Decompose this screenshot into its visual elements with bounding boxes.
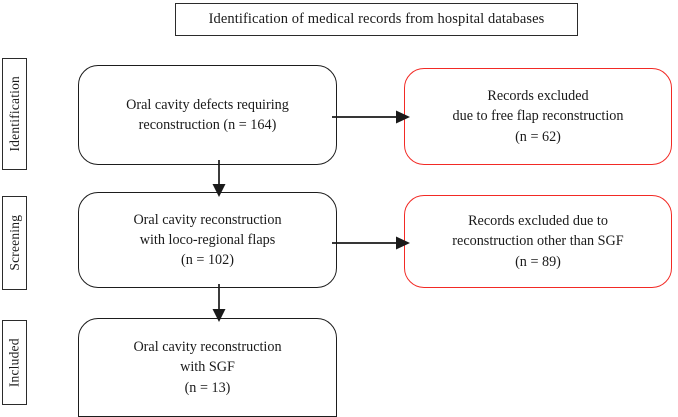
node-included-line-2: with SGF [180, 359, 235, 376]
arrow-right-to-excluded-free-flap [330, 104, 412, 130]
diagram-title-box: Identification of medical records from h… [175, 3, 578, 36]
node-screening-line-1: Oral cavity reconstruction [133, 211, 282, 228]
node-identification-line-1: Oral cavity defects requiring [126, 96, 289, 113]
stage-label-screening-text: Screening [6, 215, 22, 271]
node-excluded-other-than-sgf-line-1: Records excluded due to [468, 213, 608, 230]
stage-label-included-text: Included [6, 338, 22, 387]
node-screening-line-3: (n = 102) [181, 252, 234, 269]
node-included-line-1: Oral cavity reconstruction [133, 339, 282, 356]
node-identification-text: Oral cavity defects requiring reconstruc… [116, 95, 299, 135]
node-included: Oral cavity reconstruction with SGF (n =… [78, 318, 337, 417]
node-excluded-other-than-sgf-line-3: (n = 89) [515, 253, 561, 270]
node-identification-line-2: reconstruction (n = 164) [138, 117, 277, 133]
node-excluded-free-flap-line-3: (n = 62) [515, 128, 561, 145]
arrow-right-to-excluded-other-than-sgf [330, 230, 412, 256]
stage-label-identification-text: Identification [6, 76, 22, 152]
node-excluded-free-flap: Records excluded due to free flap recons… [404, 68, 672, 165]
node-screening-text: Oral cavity reconstruction with loco-reg… [123, 210, 291, 270]
stage-label-screening: Screening [2, 196, 27, 290]
node-screening-line-2: with loco-regional flaps [139, 231, 276, 248]
node-excluded-free-flap-text: Records excluded due to free flap recons… [443, 86, 634, 146]
node-screening: Oral cavity reconstruction with loco-reg… [78, 192, 337, 288]
node-identification: Oral cavity defects requiring reconstruc… [78, 65, 337, 165]
node-excluded-free-flap-line-1: Records excluded [487, 88, 589, 105]
node-included-text: Oral cavity reconstruction with SGF (n =… [123, 337, 291, 397]
node-excluded-other-than-sgf: Records excluded due to reconstruction o… [404, 195, 672, 288]
node-included-line-3: (n = 13) [184, 379, 231, 396]
node-excluded-other-than-sgf-text: Records excluded due to reconstruction o… [442, 211, 633, 271]
stage-label-included: Included [2, 320, 27, 405]
diagram-title-text: Identification of medical records from h… [208, 10, 545, 27]
stage-label-identification: Identification [2, 58, 27, 170]
node-excluded-free-flap-line-2: due to free flap reconstruction [452, 108, 624, 125]
node-excluded-other-than-sgf-line-2: reconstruction other than SGF [452, 233, 624, 250]
